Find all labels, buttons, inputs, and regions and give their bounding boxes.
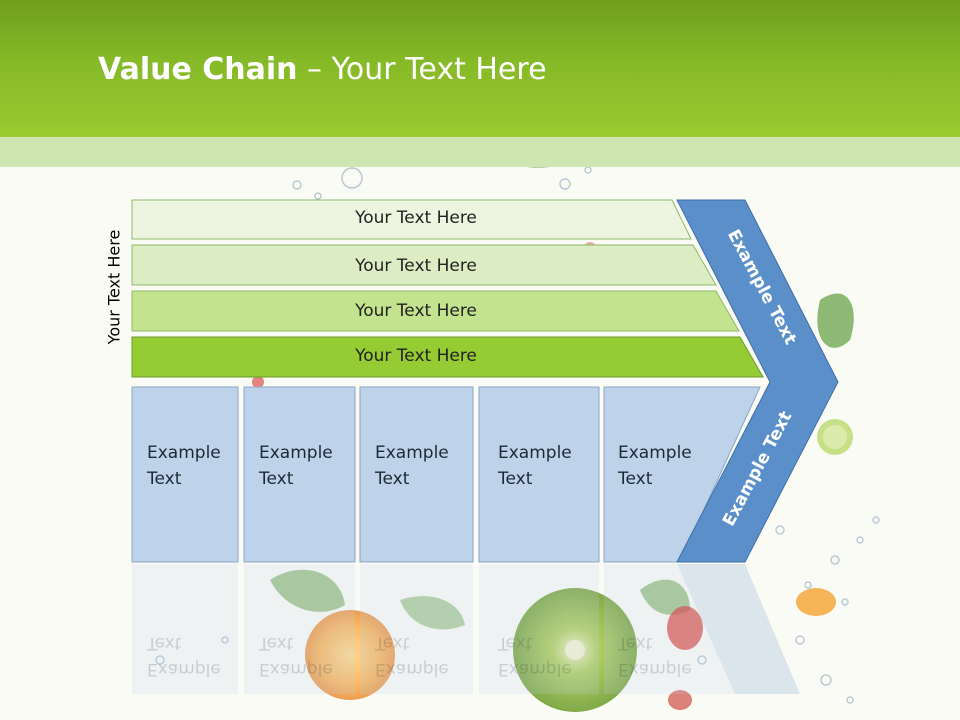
- slide-title: Value Chain – Your Text Here: [98, 52, 547, 87]
- header-bar: [0, 0, 960, 137]
- box-4-reflection: Example Text: [498, 633, 572, 679]
- box-1: [131, 386, 239, 563]
- bar-4: [131, 336, 764, 378]
- box-4-label: Example Text: [498, 443, 572, 489]
- title-rest: – Your Text Here: [297, 52, 547, 87]
- box-1-label: Example Text: [147, 443, 221, 489]
- chevron-arrow: [676, 199, 839, 563]
- box-3-label: Example Text: [375, 443, 449, 489]
- box-5-reflection: Example Text: [618, 633, 692, 679]
- reflection-shapes: [132, 564, 800, 694]
- box-2: [243, 386, 356, 563]
- box-2-reflection: Example Text: [259, 633, 333, 679]
- bar-2-label: Your Text Here: [355, 256, 477, 276]
- header-band: [0, 137, 960, 167]
- side-label: Your Text Here: [104, 229, 124, 345]
- bar-3-label: Your Text Here: [355, 301, 477, 321]
- box-2-label: Example Text: [259, 443, 333, 489]
- box-4: [478, 386, 600, 563]
- bar-2: [131, 244, 717, 286]
- title-bold: Value Chain: [98, 52, 298, 87]
- bar-1: [131, 199, 692, 240]
- bar-4-label: Your Text Here: [355, 346, 477, 366]
- box-5-label: Example Text: [618, 443, 692, 489]
- box-3-reflection: Example Text: [375, 633, 449, 679]
- bar-1-label: Your Text Here: [355, 208, 477, 228]
- box-1-reflection: Example Text: [147, 633, 221, 679]
- box-3: [359, 386, 474, 563]
- bar-3: [131, 290, 740, 332]
